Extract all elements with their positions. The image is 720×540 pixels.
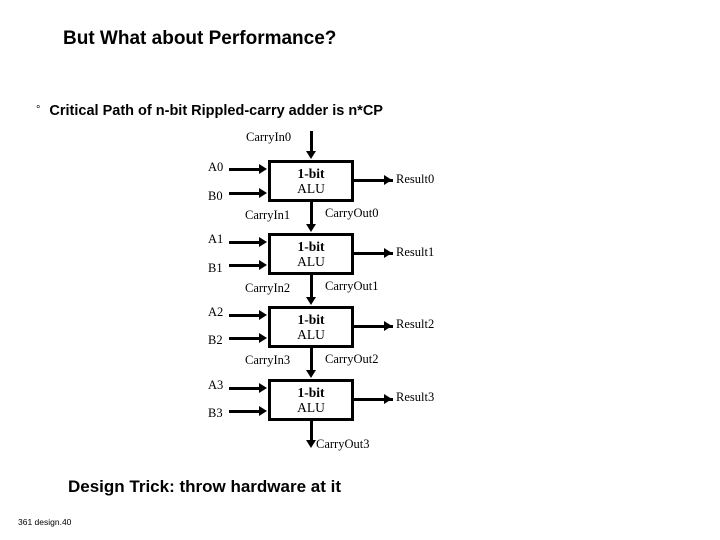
wire-carry-out-3 [310, 421, 313, 444]
arrowhead-carry-in-0 [306, 151, 316, 159]
arrowhead-carry-out-0 [306, 224, 316, 232]
bullet-item-label: Critical Path of n-bit Rippled-carry add… [49, 103, 383, 119]
label-result-1: Result1 [396, 245, 435, 259]
arrowhead-operand-a2 [259, 310, 267, 320]
arrowhead-operand-a3 [259, 383, 267, 393]
label-operand-a1: A1 [208, 232, 224, 246]
alu-block-0-line2: ALU [297, 181, 325, 196]
alu-block-3-line2: ALU [297, 400, 325, 415]
wire-carry-in-0 [310, 131, 313, 153]
wire-operand-a0 [229, 168, 261, 171]
label-operand-b1: B1 [208, 261, 223, 275]
wire-carry-out-2 [310, 348, 313, 373]
wire-operand-a1 [229, 241, 261, 244]
design-trick-text: Design Trick: throw hardware at it [68, 477, 342, 496]
wire-operand-b1 [229, 264, 261, 267]
arrowhead-result-3 [384, 394, 392, 404]
alu-block-3[interactable]: 1-bit ALU [268, 379, 354, 421]
page-title: But What about Performance? [63, 28, 337, 49]
label-operand-b0: B0 [208, 189, 223, 203]
label-result-3: Result3 [396, 390, 435, 404]
slide-footer: 361 design.40 [18, 517, 72, 527]
label-operand-b2: B2 [208, 333, 223, 347]
label-operand-b3: B3 [208, 406, 223, 420]
arrowhead-operand-b0 [259, 188, 267, 198]
wire-carry-out-0 [310, 202, 313, 227]
arrowhead-result-1 [384, 248, 392, 258]
arrowhead-carry-out-1 [306, 297, 316, 305]
arrowhead-result-2 [384, 321, 392, 331]
label-carry-in-3: CarryIn3 [245, 353, 291, 367]
label-carry-out-3: CarryOut3 [316, 437, 370, 451]
alu-block-3-line1: 1-bit [297, 385, 325, 400]
arrowhead-operand-b1 [259, 260, 267, 270]
wire-result-3 [353, 398, 393, 401]
label-carry-out-0: CarryOut0 [325, 206, 379, 220]
wire-operand-b2 [229, 337, 261, 340]
label-operand-a3: A3 [208, 378, 224, 392]
wire-operand-b0 [229, 192, 261, 195]
alu-block-2[interactable]: 1-bit ALU [268, 306, 354, 348]
label-operand-a0: A0 [208, 160, 224, 174]
arrowhead-operand-a1 [259, 237, 267, 247]
bullet-item: ° Critical Path of n-bit Rippled-carry a… [36, 104, 383, 119]
arrowhead-result-0 [384, 175, 392, 185]
wire-operand-a2 [229, 314, 261, 317]
arrowhead-carry-out-3 [306, 440, 316, 448]
label-carry-in-0: CarryIn0 [246, 130, 292, 144]
wire-result-1 [353, 252, 393, 255]
arrowhead-operand-a0 [259, 164, 267, 174]
label-operand-a2: A2 [208, 305, 224, 319]
alu-block-1-line2: ALU [297, 254, 325, 269]
wire-result-2 [353, 325, 393, 328]
alu-block-2-line1: 1-bit [297, 312, 325, 327]
arrowhead-operand-b3 [259, 406, 267, 416]
wire-operand-a3 [229, 387, 261, 390]
label-carry-out-1: CarryOut1 [325, 279, 379, 293]
wire-result-0 [353, 179, 393, 182]
label-carry-in-2: CarryIn2 [245, 281, 291, 295]
bullet-marker-icon: ° [36, 104, 41, 116]
wire-operand-b3 [229, 410, 261, 413]
label-carry-out-2: CarryOut2 [325, 352, 379, 366]
arrowhead-operand-b2 [259, 333, 267, 343]
alu-block-0[interactable]: 1-bit ALU [268, 160, 354, 202]
alu-block-1-line1: 1-bit [297, 239, 325, 254]
wire-carry-out-1 [310, 275, 313, 300]
alu-block-2-line2: ALU [297, 327, 325, 342]
label-carry-in-1: CarryIn1 [245, 208, 291, 222]
arrowhead-carry-out-2 [306, 370, 316, 378]
label-result-2: Result2 [396, 317, 435, 331]
label-result-0: Result0 [396, 172, 435, 186]
alu-block-0-line1: 1-bit [297, 166, 325, 181]
alu-block-1[interactable]: 1-bit ALU [268, 233, 354, 275]
